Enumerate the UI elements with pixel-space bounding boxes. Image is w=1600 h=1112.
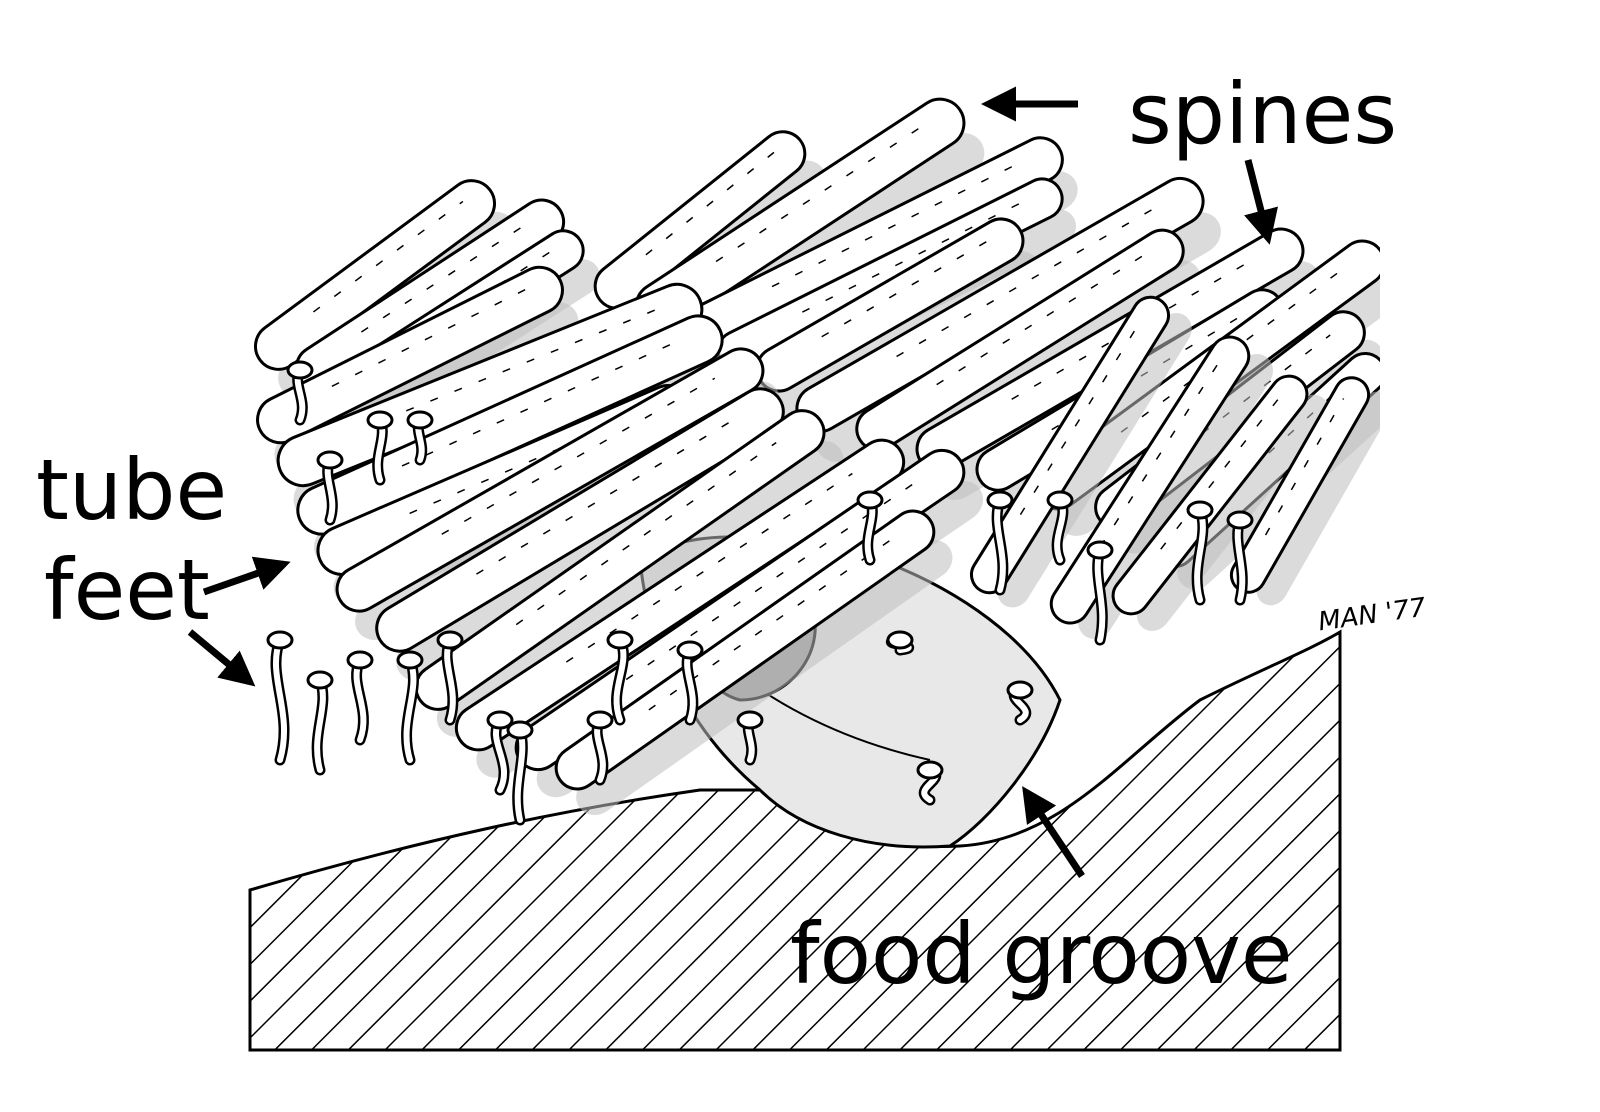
tube-foot	[1006, 680, 1034, 726]
tube-foot	[316, 450, 344, 526]
spines-group	[253, 97, 1380, 816]
tube-foot	[856, 490, 884, 566]
tube-foot	[606, 630, 634, 726]
spine	[969, 295, 1192, 608]
tube-foot	[885, 630, 915, 656]
arrow-icon	[1022, 786, 1085, 878]
tube-foot	[366, 410, 394, 486]
tube-foot	[406, 410, 434, 466]
food-groove-label: food groove	[790, 905, 1293, 1003]
tube-foot	[306, 670, 334, 776]
arrow-icon	[187, 629, 256, 687]
tube-foot	[1226, 510, 1254, 606]
tube-foot	[1186, 500, 1214, 606]
tube-foot	[986, 490, 1014, 596]
tube-foot	[396, 650, 424, 766]
tube-foot	[676, 640, 704, 726]
tube-foot	[586, 710, 614, 786]
tube-feet-label-line2: feet	[44, 541, 210, 639]
tube-foot	[346, 650, 374, 746]
tube-feet-label-line1: tube	[36, 441, 228, 539]
tube-foot	[1046, 490, 1074, 566]
tube-foot	[736, 710, 764, 766]
tube-foot	[1086, 540, 1114, 646]
tube-foot	[266, 630, 294, 766]
tube-foot	[506, 720, 534, 826]
tube-feet-group	[266, 360, 1254, 826]
tube-foot	[436, 630, 464, 726]
tube-foot	[486, 710, 514, 796]
tube-foot	[286, 360, 314, 426]
tube-foot	[916, 760, 944, 806]
spines-label: spines	[1128, 65, 1398, 163]
arrow-icon	[1244, 159, 1278, 245]
spine	[554, 509, 953, 816]
arrow-icon	[202, 556, 291, 596]
